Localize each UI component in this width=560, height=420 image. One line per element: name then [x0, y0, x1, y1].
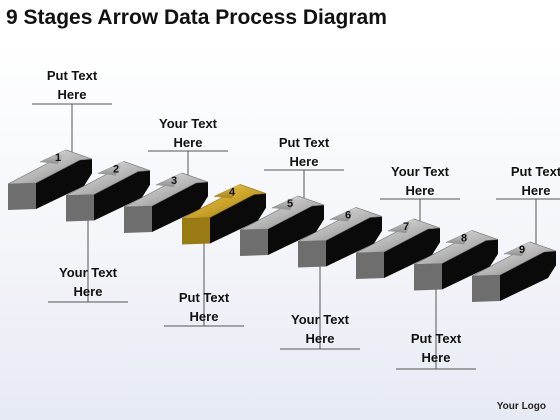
stage-arrowhead-facet: [388, 219, 414, 233]
stage-arrow-7: [355, 218, 441, 279]
stage-label-line2: Here: [421, 350, 451, 365]
stage-arrowhead-facet: [156, 173, 182, 187]
stage-arrowhead-facet: [446, 230, 472, 245]
stage-label-line2: Here: [289, 154, 319, 169]
stage-arrow-side: [152, 182, 208, 232]
stage-arrowhead-facet: [330, 207, 356, 222]
stage-label-line1: Put Text: [510, 164, 560, 179]
stage-arrow-5: [239, 195, 325, 256]
stage-arrow-front: [298, 240, 326, 268]
stage-arrow-front: [414, 263, 442, 291]
stage-arrowhead-facet: [504, 242, 530, 256]
stage-arrow-front: [356, 252, 384, 279]
stage-arrow-side: [210, 193, 266, 244]
stage-number-4: 4: [229, 187, 236, 199]
stage-number-6: 6: [345, 210, 351, 222]
stage-label-line1: Put Text: [278, 135, 330, 150]
stage-label-line2: Here: [305, 331, 335, 346]
page-title: 9 Stages Arrow Data Process Diagram: [6, 6, 387, 29]
stage-label-line1: Put Text: [410, 331, 462, 346]
stage-label-line2: Here: [57, 87, 87, 102]
stage-label-line1: Your Text: [58, 265, 118, 280]
stage-arrow-1: [7, 149, 93, 210]
stage-arrow-front: [240, 229, 268, 256]
stage-label-line1: Your Text: [158, 116, 218, 131]
stage-label-line2: Here: [73, 284, 103, 299]
stage-label-line2: Here: [173, 135, 203, 150]
stage-arrow-front: [124, 206, 152, 233]
stage-arrow-front: [472, 275, 500, 302]
logo-text: Your Logo: [496, 401, 546, 412]
stage-number-5: 5: [287, 198, 293, 210]
stage-arrow-side: [384, 228, 440, 278]
stage-arrowhead-facet: [214, 184, 240, 199]
stage-label-line2: Here: [189, 309, 219, 324]
stage-arrow-4: [181, 184, 267, 245]
stage-arrow-side: [94, 170, 150, 221]
stage-arrow-side: [36, 159, 92, 209]
stage-arrow-side: [442, 239, 498, 290]
stage-number-3: 3: [171, 175, 177, 187]
stage-number-9: 9: [519, 244, 525, 256]
stage-arrow-side: [326, 216, 382, 267]
stage-arrow-front: [182, 217, 210, 245]
stage-label-line1: Put Text: [178, 290, 230, 305]
stage-number-1: 1: [55, 152, 61, 164]
stage-label-line1: Your Text: [390, 164, 450, 179]
stage-arrow-side: [268, 205, 324, 255]
stage-label-line1: Put Text: [46, 68, 98, 83]
stage-arrow-8: [413, 230, 499, 291]
stage-arrowhead-facet: [40, 150, 66, 164]
stage-arrow-2: [65, 161, 151, 222]
stage-number-8: 8: [461, 233, 467, 245]
stage-arrow-6: [297, 207, 383, 268]
stage-label-line2: Here: [405, 183, 435, 198]
stage-arrow-front: [66, 194, 94, 222]
stage-arrow-side: [500, 251, 556, 301]
stage-arrow-3: [123, 172, 209, 233]
stage-number-2: 2: [113, 164, 119, 176]
stage-arrow-front: [8, 183, 36, 210]
stage-arrowhead-facet: [98, 161, 124, 176]
stage-arrow-9: [471, 241, 557, 302]
stage-number-7: 7: [403, 221, 409, 233]
stage-label-line2: Here: [521, 183, 551, 198]
stage-label-line1: Your Text: [290, 312, 350, 327]
stage-arrowhead-facet: [272, 196, 298, 210]
